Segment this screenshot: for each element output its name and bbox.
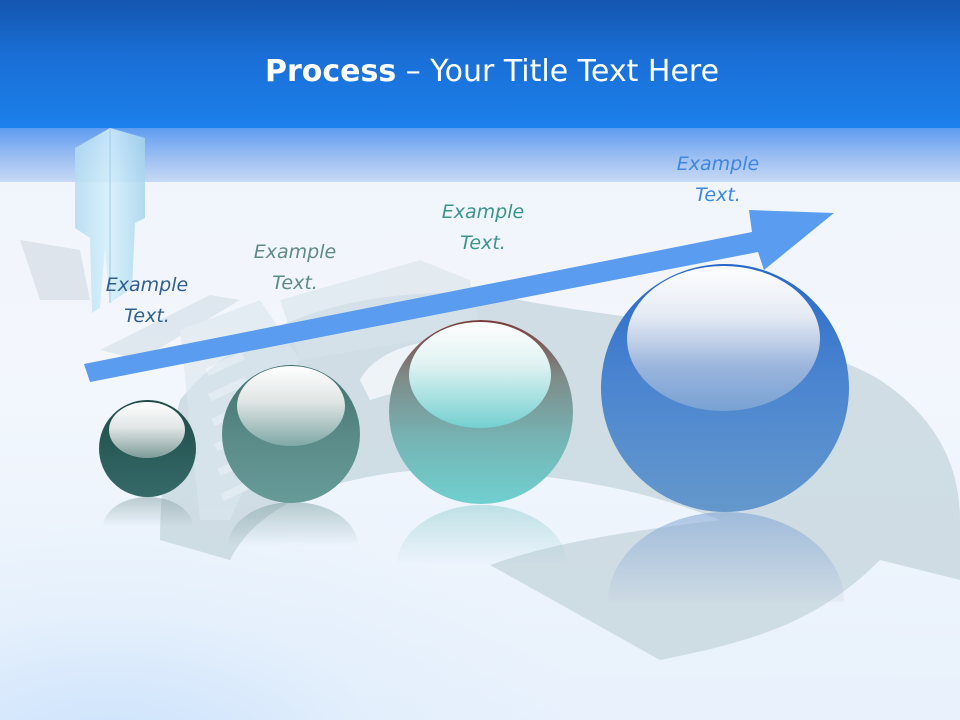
- step-1-label-line2: Text.: [124, 305, 170, 327]
- step-4-sphere: [601, 264, 849, 512]
- header-bar: [0, 0, 960, 128]
- step-2-label-line2: Text.: [272, 272, 318, 294]
- header-fade: [0, 128, 960, 182]
- slide-title: Process – Your Title Text Here: [0, 52, 960, 92]
- sphere-highlight: [409, 322, 551, 428]
- step-1-label-line1: Example: [105, 274, 189, 296]
- sphere-highlight: [109, 402, 185, 458]
- step-1-sphere: [99, 400, 196, 497]
- step-3-label-line1: Example: [441, 201, 525, 223]
- step-3-label: Example Text.: [423, 197, 543, 259]
- step-4-label-line2: Text.: [695, 184, 741, 206]
- title-bold: Process: [264, 54, 397, 89]
- step-4-label-line1: Example: [676, 153, 760, 175]
- title-rest: – Your Title Text Here: [396, 54, 720, 89]
- step-4-label: Example Text.: [658, 149, 778, 211]
- step-2-label-line1: Example: [253, 241, 337, 263]
- sphere-highlight: [237, 366, 345, 446]
- background-glow: [0, 500, 600, 720]
- step-3-label-line2: Text.: [460, 232, 506, 254]
- person-figure-icon: [75, 128, 145, 313]
- step-3-sphere: [389, 320, 573, 504]
- sphere-highlight: [627, 266, 820, 411]
- step-1-label: Example Text.: [87, 270, 207, 332]
- person-shadow: [20, 240, 90, 300]
- step-2-label: Example Text.: [235, 237, 355, 299]
- step-2-sphere: [222, 365, 360, 503]
